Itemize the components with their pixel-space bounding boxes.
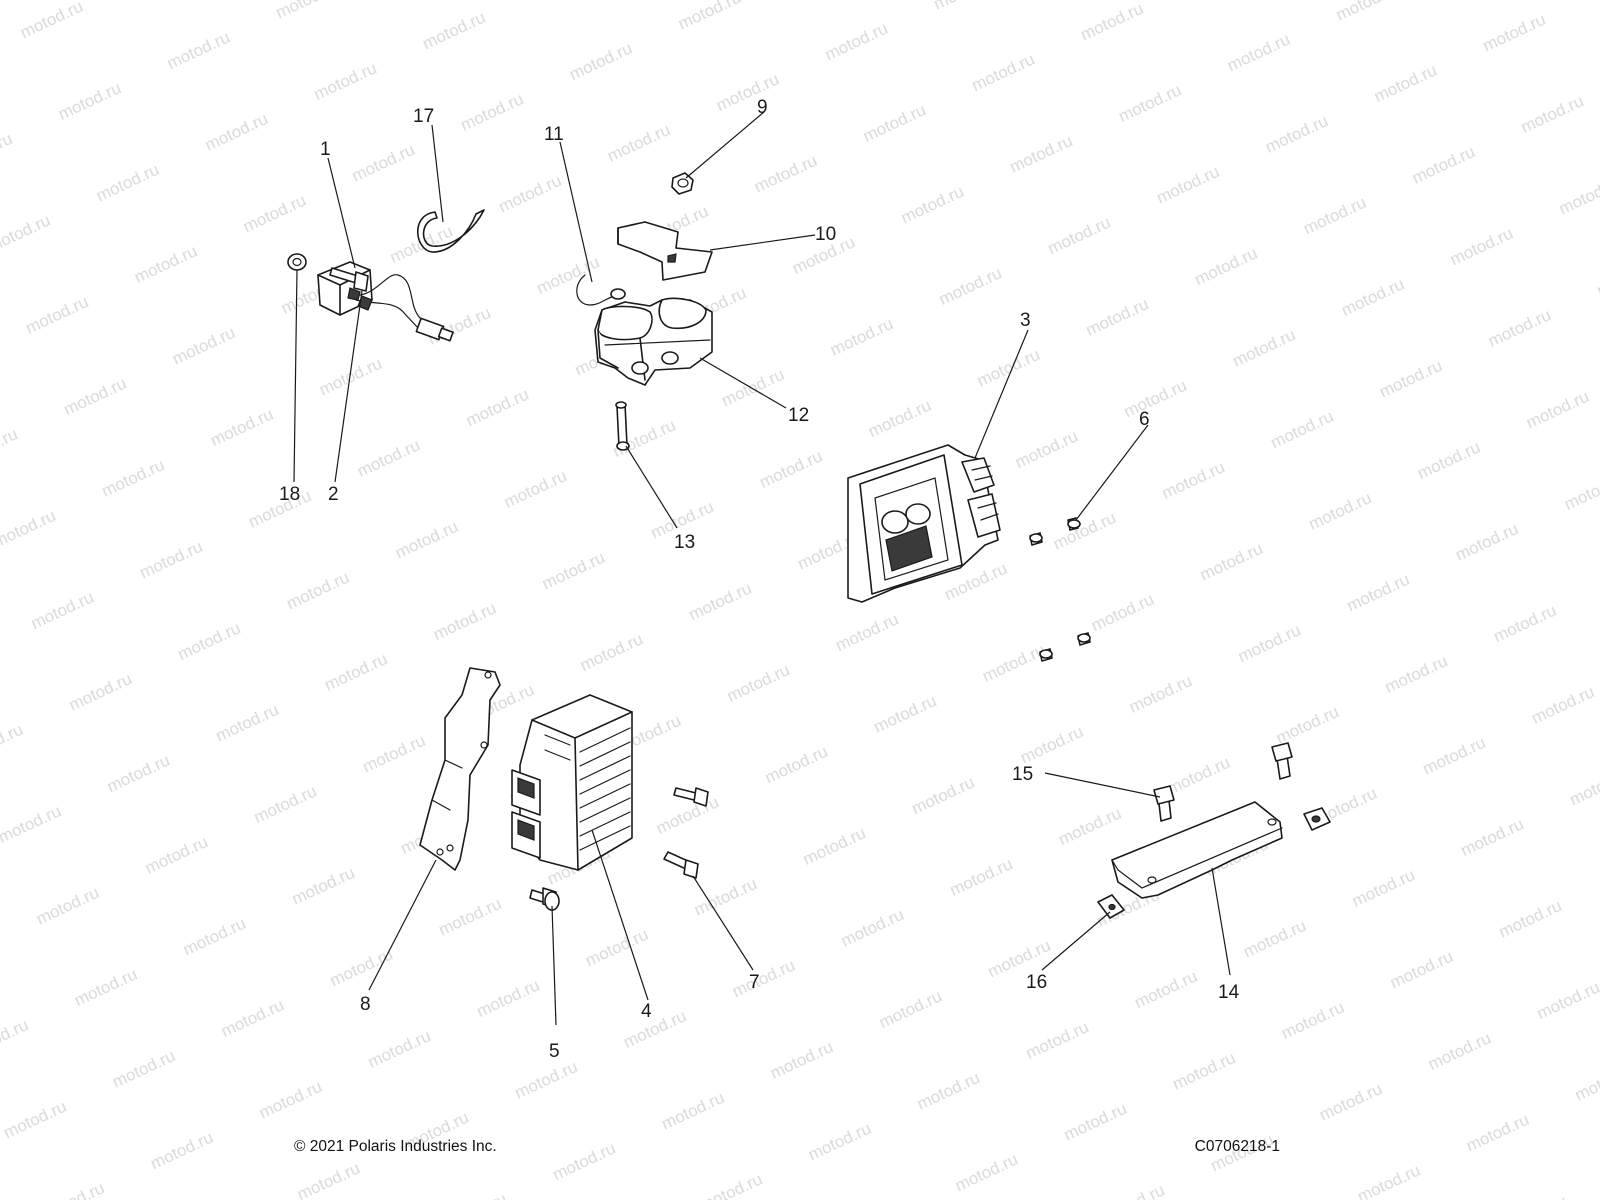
screw-a[interactable] — [1029, 532, 1043, 546]
callout-13: 13 — [674, 532, 695, 553]
callout-16: 16 — [1026, 972, 1047, 993]
part-4-voltage-regulator[interactable] — [511, 694, 633, 871]
part-5-bolt[interactable] — [529, 887, 560, 911]
callout-12: 12 — [788, 405, 809, 426]
part-15-bolt[interactable] — [1153, 785, 1175, 822]
part-11-ground-lead[interactable] — [576, 274, 626, 306]
callout-11: 11 — [544, 124, 564, 145]
screw-c[interactable] — [1039, 648, 1053, 662]
part-8-mounting-plate[interactable] — [419, 667, 501, 871]
part-18-nut[interactable] — [287, 253, 307, 271]
part-3-ecu[interactable] — [847, 444, 1001, 603]
diagram-id: C0706218-1 — [1194, 1138, 1280, 1155]
part-10-bracket[interactable] — [617, 221, 713, 281]
part-7-bolt-upper[interactable] — [673, 787, 709, 807]
callout-1: 1 — [320, 139, 331, 160]
callout-labels: 1 17 18 2 9 11 10 12 13 3 6 8 4 7 5 15 1… — [279, 97, 1240, 1062]
callout-9: 9 — [757, 97, 768, 118]
callout-4: 4 — [641, 1001, 652, 1022]
callout-14: 14 — [1218, 982, 1240, 1003]
callout-3: 3 — [1020, 310, 1031, 331]
part-2-bolt[interactable] — [329, 267, 369, 292]
part-16-clip[interactable] — [1097, 894, 1125, 919]
part-14-cover-plate[interactable] — [1111, 801, 1283, 899]
callout-8: 8 — [360, 994, 371, 1015]
callout-10: 10 — [815, 224, 836, 245]
part-12-ignition-coil[interactable] — [594, 297, 713, 386]
copyright-notice: © 2021 Polaris Industries Inc. — [294, 1138, 497, 1155]
screw-b[interactable] — [1077, 632, 1091, 646]
callout-17: 17 — [413, 106, 434, 127]
callout-15: 15 — [1012, 764, 1033, 785]
callout-6: 6 — [1139, 409, 1150, 430]
callout-7: 7 — [749, 972, 760, 993]
part-17-cable-tie[interactable] — [417, 209, 485, 253]
leader-lines — [293, 111, 1231, 1026]
clip-nut[interactable] — [1303, 807, 1331, 831]
part-6-screw[interactable] — [1067, 517, 1081, 531]
bolt-upper-right[interactable] — [1271, 742, 1293, 780]
callout-5: 5 — [549, 1041, 560, 1062]
callout-2: 2 — [328, 484, 339, 505]
part-9-nut[interactable] — [671, 172, 694, 195]
part-7-bolt-lower[interactable] — [663, 851, 699, 879]
part-13-pin-bolt[interactable] — [615, 401, 630, 451]
callout-18: 18 — [279, 484, 300, 505]
